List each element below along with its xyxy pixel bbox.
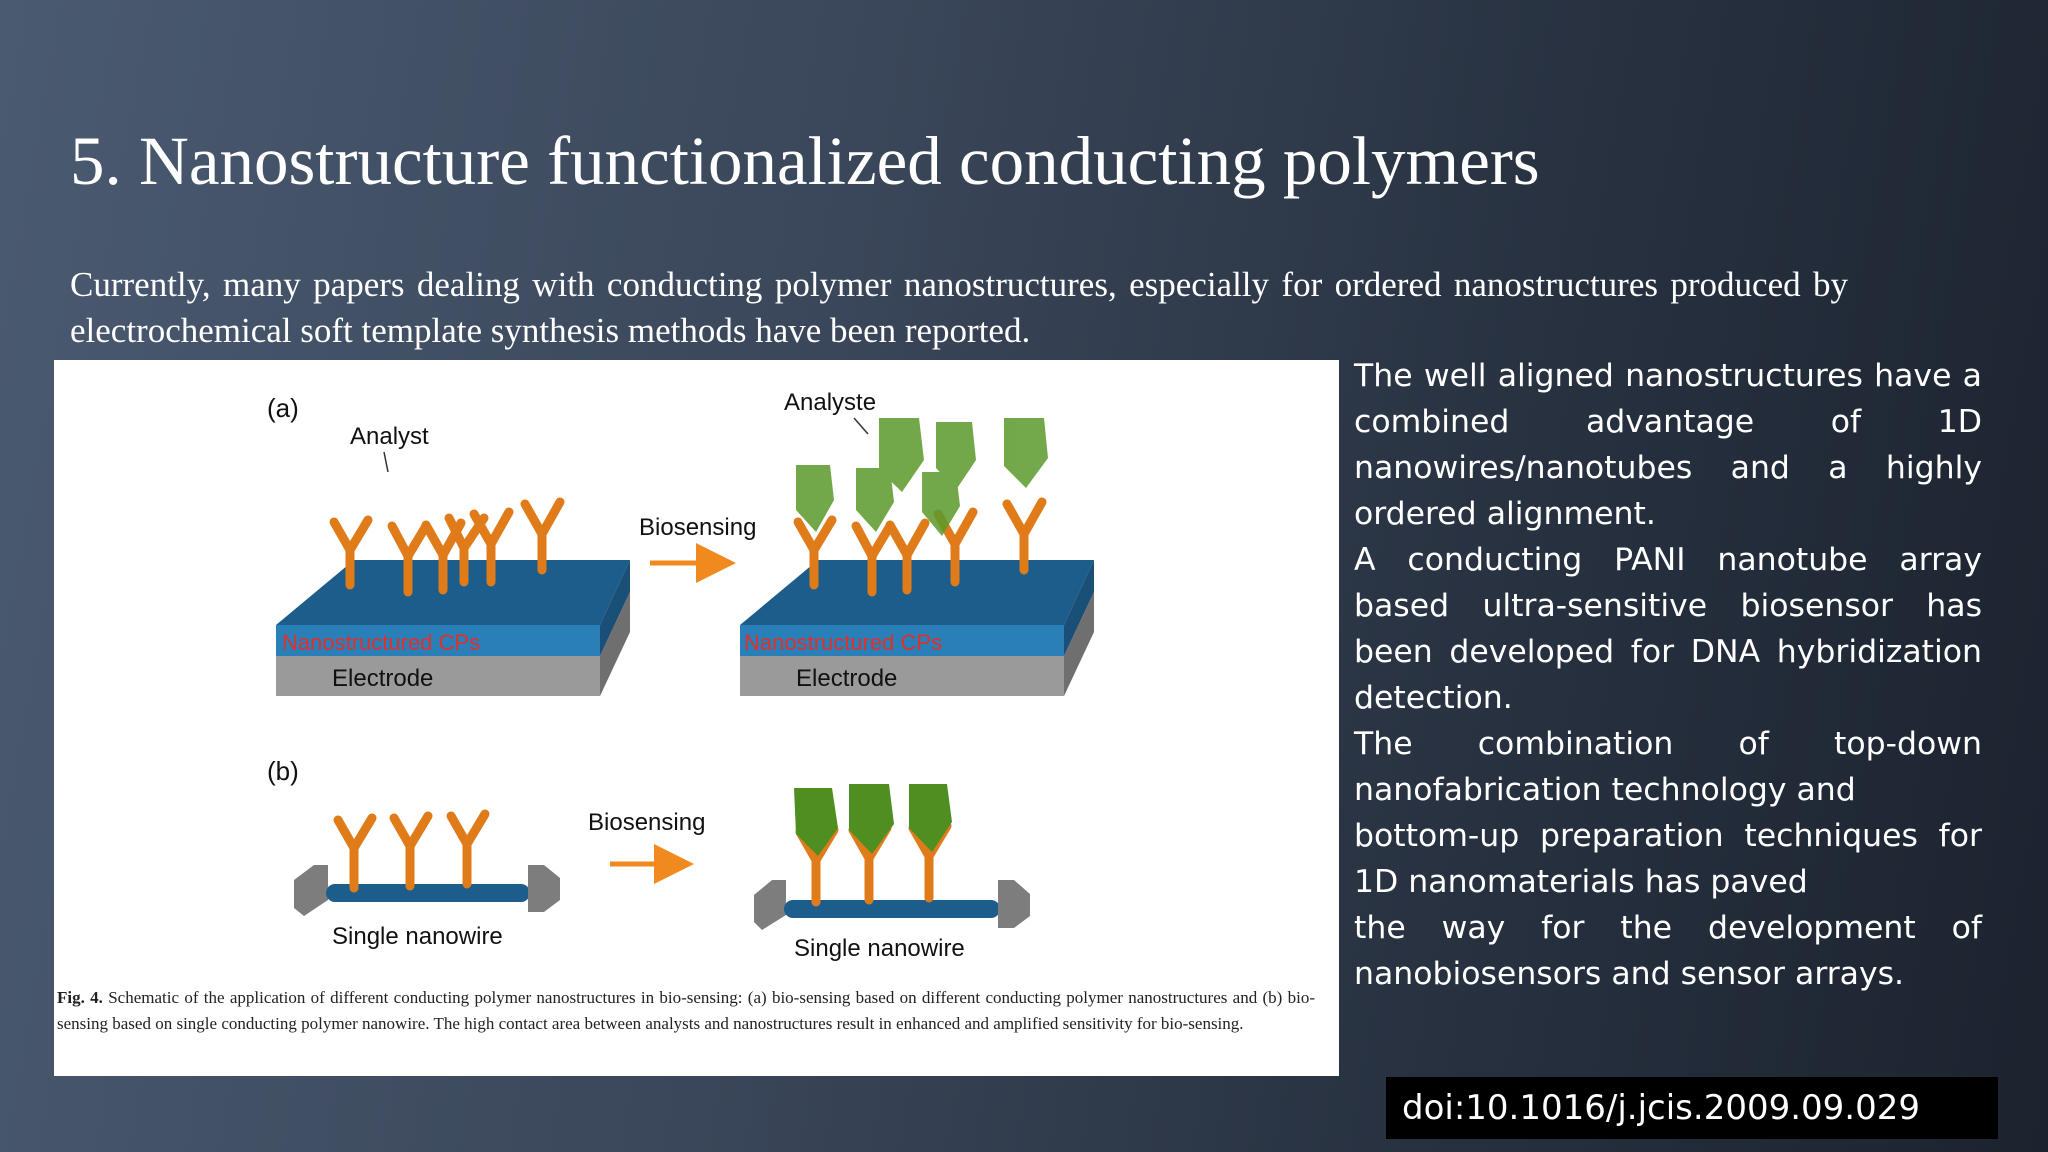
antibodies-panel-a-right bbox=[793, 497, 1047, 597]
body-line: based ultra-sensitive biosensor has bbox=[1354, 588, 1982, 624]
intro-paragraph: Currently, many papers dealing with cond… bbox=[70, 265, 1848, 350]
body-line: A conducting PANI nanotube array bbox=[1354, 542, 1982, 578]
body-line: nanobiosensors and sensor arrays. bbox=[1354, 956, 1905, 992]
body-line: bottom-up preparation techniques for bbox=[1354, 818, 1982, 854]
nanowire-left bbox=[294, 865, 560, 916]
panel-a-left-substrate bbox=[276, 560, 630, 696]
antibodies-panel-a-left bbox=[329, 497, 565, 597]
analyste-label: Analyste bbox=[784, 389, 876, 416]
cps-label-right: Nanostructured CPs bbox=[744, 630, 942, 655]
analyst-label: Analyst bbox=[350, 423, 429, 450]
cps-label-left: Nanostructured CPs bbox=[282, 630, 480, 655]
figure-caption: Fig. 4. Schematic of the application of … bbox=[57, 985, 1315, 1037]
body-line: The well aligned nanostructures have a bbox=[1354, 358, 1982, 394]
electrode-label-left: Electrode bbox=[332, 665, 433, 692]
antibodies-panel-b-left bbox=[333, 809, 490, 893]
panel-b-label: (b) bbox=[267, 756, 299, 786]
nanowire-label-right: Single nanowire bbox=[794, 935, 965, 962]
figure-panel: Nanostructured CPs Electrode Analyst (a)… bbox=[54, 360, 1339, 1076]
body-line: detection. bbox=[1354, 680, 1513, 716]
slide-title: 5. Nanostructure functionalized conducti… bbox=[70, 123, 1540, 199]
nanowire-right bbox=[754, 880, 1030, 930]
body-line: The combination of top-down bbox=[1354, 726, 1982, 762]
body-line: nanowires/nanotubes and a highly bbox=[1354, 450, 1982, 486]
doi-reference: doi:10.1016/j.jcis.2009.09.029 bbox=[1386, 1077, 1998, 1139]
panel-a-right-substrate bbox=[740, 560, 1094, 696]
panel-a-label: (a) bbox=[267, 393, 299, 423]
electrode-label-right: Electrode bbox=[796, 665, 897, 692]
analytes-panel-a-right bbox=[796, 418, 1048, 536]
caption-prefix: Fig. 4. bbox=[57, 988, 103, 1007]
body-line: the way for the development of bbox=[1354, 910, 1982, 946]
body-text-column: The well aligned nanostructures have a c… bbox=[1354, 353, 1982, 997]
biosensing-label-a: Biosensing bbox=[639, 514, 756, 541]
body-line: been developed for DNA hybridization bbox=[1354, 634, 1982, 670]
body-line: ordered alignment. bbox=[1354, 496, 1656, 532]
body-line: combined advantage of 1D bbox=[1354, 404, 1982, 440]
caption-text: Schematic of the application of differen… bbox=[57, 988, 1316, 1033]
body-line: 1D nanomaterials has paved bbox=[1354, 864, 1808, 900]
biosensing-label-b: Biosensing bbox=[588, 809, 705, 836]
schematic-diagram: Nanostructured CPs Electrode Analyst (a)… bbox=[267, 389, 1094, 962]
analytes-panel-b-right bbox=[794, 784, 952, 856]
body-line: nanofabrication technology and bbox=[1354, 772, 1856, 808]
nanowire-label-left: Single nanowire bbox=[332, 923, 503, 950]
